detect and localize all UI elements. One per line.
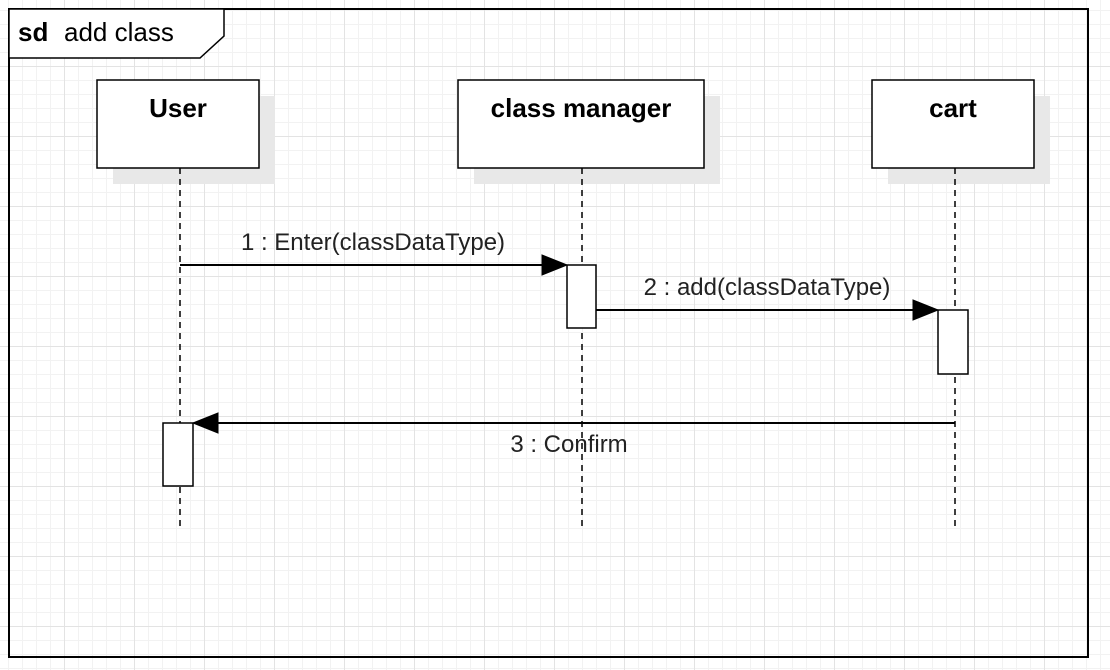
lifeline-class-manager-label: class manager bbox=[491, 93, 672, 123]
lifeline-class-manager[interactable]: class manager bbox=[457, 79, 720, 530]
activation-class-manager[interactable] bbox=[566, 264, 597, 329]
message-1-label: 1 : Enter(classDataType) bbox=[241, 229, 505, 256]
activation-cart[interactable] bbox=[937, 309, 969, 375]
frame-name: add class bbox=[64, 17, 174, 47]
message-2-arrowhead bbox=[912, 299, 940, 321]
message-2[interactable]: 2 : add(classDataType) bbox=[596, 274, 940, 321]
message-3-arrowhead bbox=[191, 412, 219, 434]
lifeline-cart-box[interactable] bbox=[871, 79, 1035, 169]
message-2-label: 2 : add(classDataType) bbox=[644, 274, 891, 301]
frame-title-tab: sd add class bbox=[8, 8, 225, 59]
lifeline-cart[interactable]: cart bbox=[871, 79, 1050, 530]
lifeline-user-label: User bbox=[149, 93, 207, 123]
lifeline-user[interactable]: User bbox=[96, 79, 275, 530]
lifeline-cart-label: cart bbox=[929, 93, 977, 123]
message-3-label: 3 : Confirm bbox=[510, 431, 627, 458]
frame-keyword: sd bbox=[18, 17, 48, 47]
activation-user[interactable] bbox=[162, 422, 194, 487]
message-3[interactable]: 3 : Confirm bbox=[191, 412, 955, 458]
frame-title-tab-shape bbox=[8, 8, 225, 59]
message-1[interactable]: 1 : Enter(classDataType) bbox=[180, 229, 569, 276]
lifeline-class-manager-box[interactable] bbox=[457, 79, 705, 169]
message-1-arrowhead bbox=[541, 254, 569, 276]
lifeline-user-box[interactable] bbox=[96, 79, 260, 169]
frame-border bbox=[8, 8, 1089, 658]
